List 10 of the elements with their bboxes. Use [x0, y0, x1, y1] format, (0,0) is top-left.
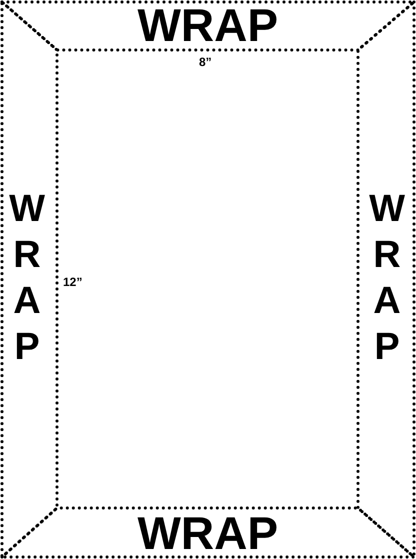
wrap-label: WRAP: [138, 2, 278, 48]
wrap-label: WRAP: [368, 188, 406, 372]
wrap-label: WRAP: [8, 188, 46, 372]
wrap-band: [2, 2, 57, 557]
wrap-band: [358, 2, 414, 557]
wrap-band: [2, 508, 414, 557]
wrap-band: [2, 2, 414, 50]
wrap-label: WRAP: [138, 510, 278, 556]
dimension-label: 8”: [199, 56, 212, 68]
dimension-label: 12”: [63, 276, 82, 288]
